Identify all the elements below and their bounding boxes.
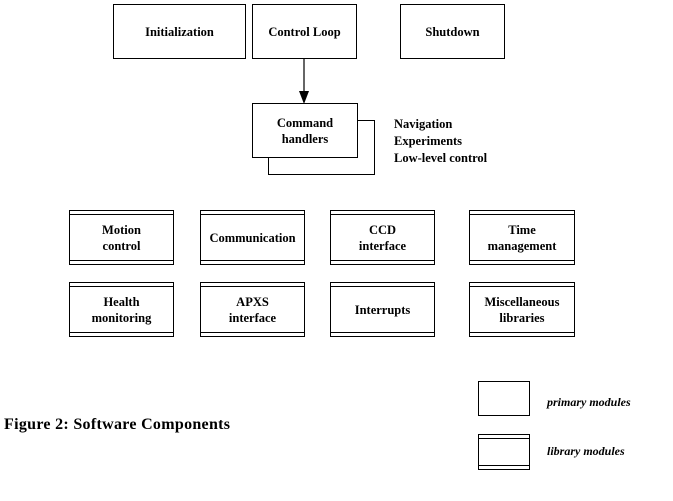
- library-miscellaneous-libraries: Miscellaneous libraries: [469, 282, 575, 337]
- legend-library-swatch: [478, 434, 530, 470]
- library-time-management: Time management: [469, 210, 575, 265]
- library-label-line1: Interrupts: [354, 302, 411, 317]
- library-label-line2: management: [487, 238, 557, 253]
- arrow-head-icon: [299, 91, 309, 104]
- library-label-line1: Motion: [102, 222, 141, 237]
- legend-primary-swatch: [478, 381, 530, 416]
- module-label: Shutdown: [425, 24, 480, 39]
- handler-type: Experiments: [394, 134, 463, 148]
- library-label-line2: interface: [358, 238, 407, 253]
- library-communication: Communication: [200, 210, 305, 265]
- module-label-line1: Command: [276, 115, 334, 130]
- module-label: Control Loop: [268, 24, 341, 39]
- library-ccd-interface: CCD interface: [330, 210, 435, 265]
- module-label: Initialization: [145, 24, 214, 39]
- library-motion-control: Motion control: [69, 210, 174, 265]
- library-label-line1: CCD: [368, 222, 397, 237]
- library-apxs-interface: APXS interface: [200, 282, 305, 337]
- control-flow-arrow: [299, 58, 309, 104]
- module-shutdown: Shutdown: [400, 4, 505, 59]
- handler-type: Navigation: [394, 117, 453, 131]
- library-label-line1: Time: [508, 222, 536, 237]
- library-health-monitoring: Health monitoring: [69, 282, 174, 337]
- module-control-loop: Control Loop: [252, 4, 357, 59]
- library-label-line1: Communication: [209, 230, 296, 245]
- legend-library-label: library modules: [547, 444, 625, 458]
- handler-type: Low-level control: [394, 151, 488, 165]
- figure-caption: Figure 2: Software Components: [4, 416, 231, 433]
- module-initialization: Initialization: [113, 4, 246, 59]
- library-label-line2: control: [102, 238, 141, 253]
- library-label-line2: interface: [228, 310, 277, 325]
- handler-types-list: Navigation Experiments Low-level control: [394, 116, 487, 167]
- module-command-handlers: Command handlers: [252, 103, 358, 158]
- library-interrupts: Interrupts: [330, 282, 435, 337]
- library-label-line1: Miscellaneous: [484, 294, 560, 309]
- module-label-line2: handlers: [281, 131, 329, 146]
- library-label-line1: Health: [103, 294, 140, 309]
- legend-primary-label: primary modules: [547, 395, 631, 409]
- library-label-line2: monitoring: [91, 310, 152, 325]
- library-label-line2: libraries: [499, 310, 545, 325]
- library-label-line1: APXS: [236, 294, 269, 309]
